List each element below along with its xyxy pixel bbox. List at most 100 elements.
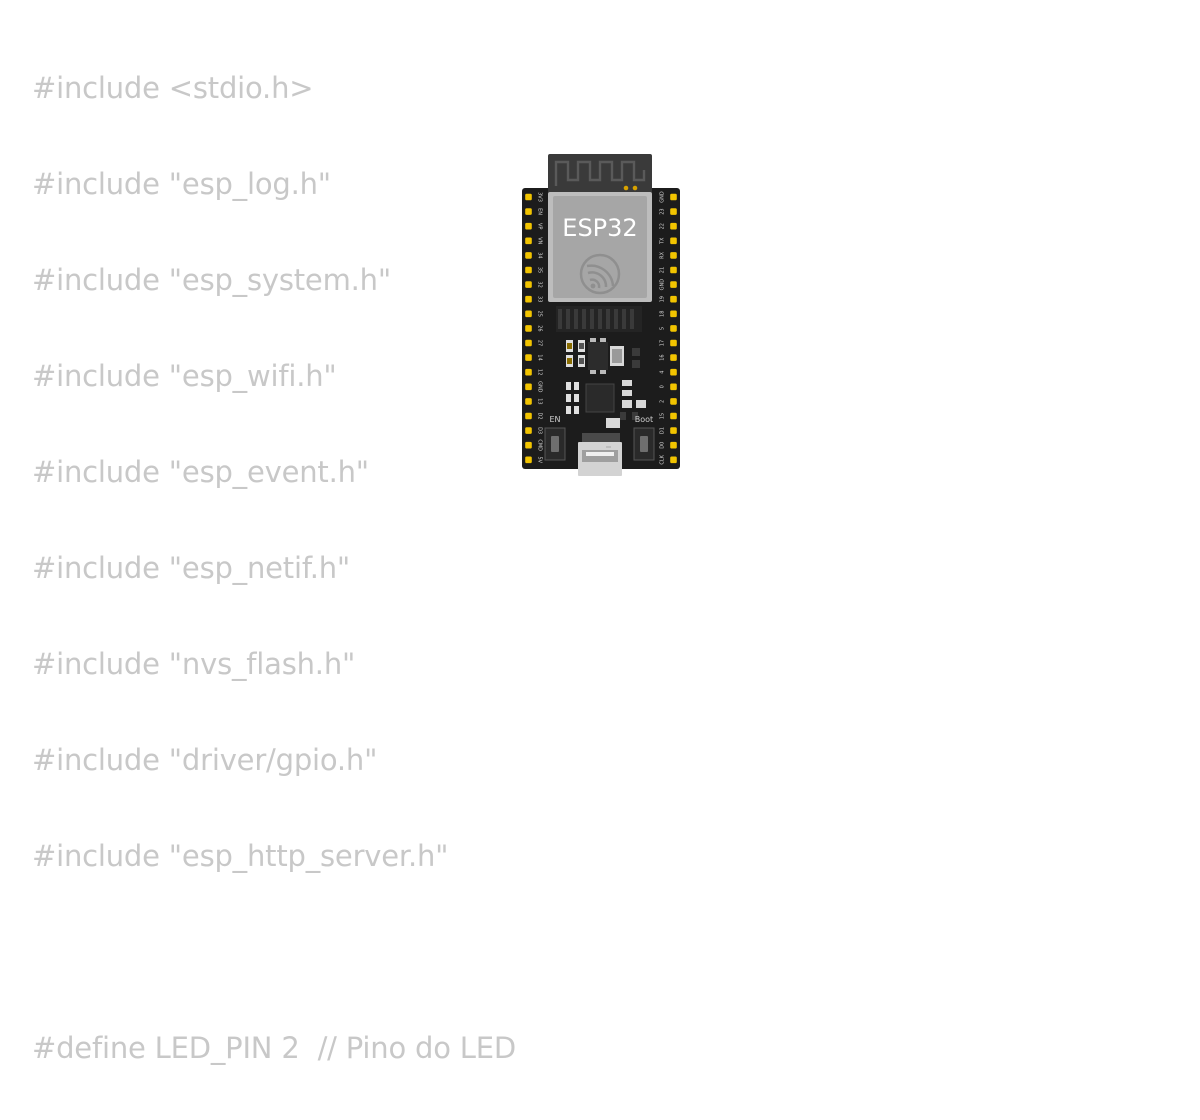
header-pin[interactable] <box>670 427 677 434</box>
header-pin[interactable] <box>670 354 677 361</box>
header-pin[interactable] <box>525 339 532 347</box>
pin-label: CMD <box>537 439 543 451</box>
header-pin[interactable] <box>670 281 677 288</box>
pin-label: 19 <box>660 296 666 302</box>
pin-label: 4 <box>660 371 666 374</box>
boot-button-label: Boot <box>635 415 653 424</box>
header-pin[interactable] <box>525 252 532 259</box>
code-line-define-led-pin: #define LED_PIN 2 // Pino do LED <box>32 1031 516 1065</box>
module-shield <box>553 196 647 298</box>
code-snippet: #include <stdio.h> #include "esp_log.h" … <box>32 64 516 1120</box>
pin-label: GND <box>660 191 666 203</box>
code-line-include-driver-gpio: #include "driver/gpio.h" <box>32 743 378 777</box>
pin-label: 23 <box>660 208 666 214</box>
pin-label: 5 <box>660 327 666 330</box>
code-line-include-nvs-flash: #include "nvs_flash.h" <box>32 647 356 681</box>
pin-label: 2 <box>660 400 666 403</box>
micro-usb-port[interactable] <box>578 433 622 476</box>
pin-label: 13 <box>537 398 543 404</box>
code-line-include-http-server: #include "esp_http_server.h" <box>32 839 449 873</box>
header-pin[interactable] <box>525 281 532 288</box>
header-pin[interactable] <box>525 237 532 245</box>
pin-label: CLK <box>660 454 666 464</box>
header-pin[interactable] <box>525 222 532 230</box>
pin-label: 25 <box>537 311 543 317</box>
espressif-logo-icon <box>579 253 621 295</box>
en-button[interactable] <box>544 427 566 461</box>
esp32-board-drawing: ESP32 EN Boot <box>522 154 680 476</box>
header-pin[interactable] <box>670 237 677 245</box>
header-pin[interactable] <box>525 412 532 420</box>
pin-label: 33 <box>537 296 543 302</box>
header-pin[interactable] <box>670 368 677 376</box>
left-pin-header: 3V3ENVPVN343532332526271412GND13D2D3CMD5… <box>525 192 543 464</box>
antenna-trace-icon <box>554 160 646 186</box>
header-pin[interactable] <box>670 412 677 420</box>
header-pin[interactable] <box>525 398 532 405</box>
header-pin[interactable] <box>670 193 677 201</box>
pin-label: EN <box>537 208 543 215</box>
header-pin[interactable] <box>670 339 677 347</box>
header-pin[interactable] <box>525 266 532 274</box>
pin-label: D2 <box>537 412 543 419</box>
pin-label: D3 <box>537 427 543 434</box>
code-line-include-esp-event: #include "esp_event.h" <box>32 455 369 489</box>
header-pin[interactable] <box>525 208 532 215</box>
antenna-pad <box>623 185 629 191</box>
pin-label: GND <box>537 381 543 393</box>
header-pin[interactable] <box>525 427 532 434</box>
pin-label: GND <box>660 279 666 291</box>
header-pin[interactable] <box>670 310 677 318</box>
header-pin[interactable] <box>670 383 677 391</box>
header-pin[interactable] <box>670 398 677 405</box>
esp32-devkit-board: ESP32 EN Boot <box>520 150 682 480</box>
pin-label: 14 <box>537 354 543 360</box>
header-pin[interactable] <box>525 441 532 449</box>
pin-label: 15 <box>660 413 666 419</box>
pin-label: 21 <box>660 267 666 273</box>
pin-label: 34 <box>537 252 543 258</box>
header-pin[interactable] <box>670 208 677 215</box>
code-line-include-esp-log: #include "esp_log.h" <box>32 167 331 201</box>
header-pin[interactable] <box>670 252 677 259</box>
header-pin[interactable] <box>525 383 532 391</box>
header-pin[interactable] <box>525 368 532 376</box>
header-pin[interactable] <box>525 193 532 201</box>
pin-label: VP <box>537 223 543 229</box>
pin-label: D1 <box>660 427 666 434</box>
header-pin[interactable] <box>670 266 677 274</box>
header-pin[interactable] <box>670 295 677 303</box>
pin-label: 26 <box>537 325 543 331</box>
pin-label: 17 <box>660 340 666 346</box>
header-pin[interactable] <box>670 325 677 332</box>
pin-label: VN <box>537 237 543 244</box>
header-pin[interactable] <box>670 441 677 449</box>
pin-label: TX <box>660 237 666 245</box>
code-line-include-esp-wifi: #include "esp_wifi.h" <box>32 359 337 393</box>
pin-label: D0 <box>660 442 666 449</box>
pin-label: 18 <box>660 311 666 317</box>
header-pin[interactable] <box>525 354 532 361</box>
header-pin[interactable] <box>525 456 532 464</box>
smd-components <box>566 338 646 428</box>
boot-button[interactable] <box>633 427 655 461</box>
pin-label: 5V <box>537 456 543 463</box>
module-label: ESP32 <box>562 214 637 242</box>
header-pin[interactable] <box>525 310 532 318</box>
pin-label: 0 <box>660 385 666 388</box>
module-pads <box>556 306 642 332</box>
header-pin[interactable] <box>525 325 532 332</box>
pin-label: 12 <box>537 369 543 375</box>
header-pin[interactable] <box>670 222 677 230</box>
header-pin[interactable] <box>525 295 532 303</box>
code-line-include-esp-system: #include "esp_system.h" <box>32 263 391 297</box>
pin-label: 22 <box>660 223 666 229</box>
en-button-label: EN <box>549 415 560 424</box>
pin-label: RX <box>660 251 666 258</box>
code-line-blank <box>32 928 516 976</box>
pin-label: 3V3 <box>537 192 543 202</box>
antenna-pad <box>632 185 638 191</box>
header-pin[interactable] <box>670 456 677 464</box>
pin-label: 35 <box>537 267 543 273</box>
